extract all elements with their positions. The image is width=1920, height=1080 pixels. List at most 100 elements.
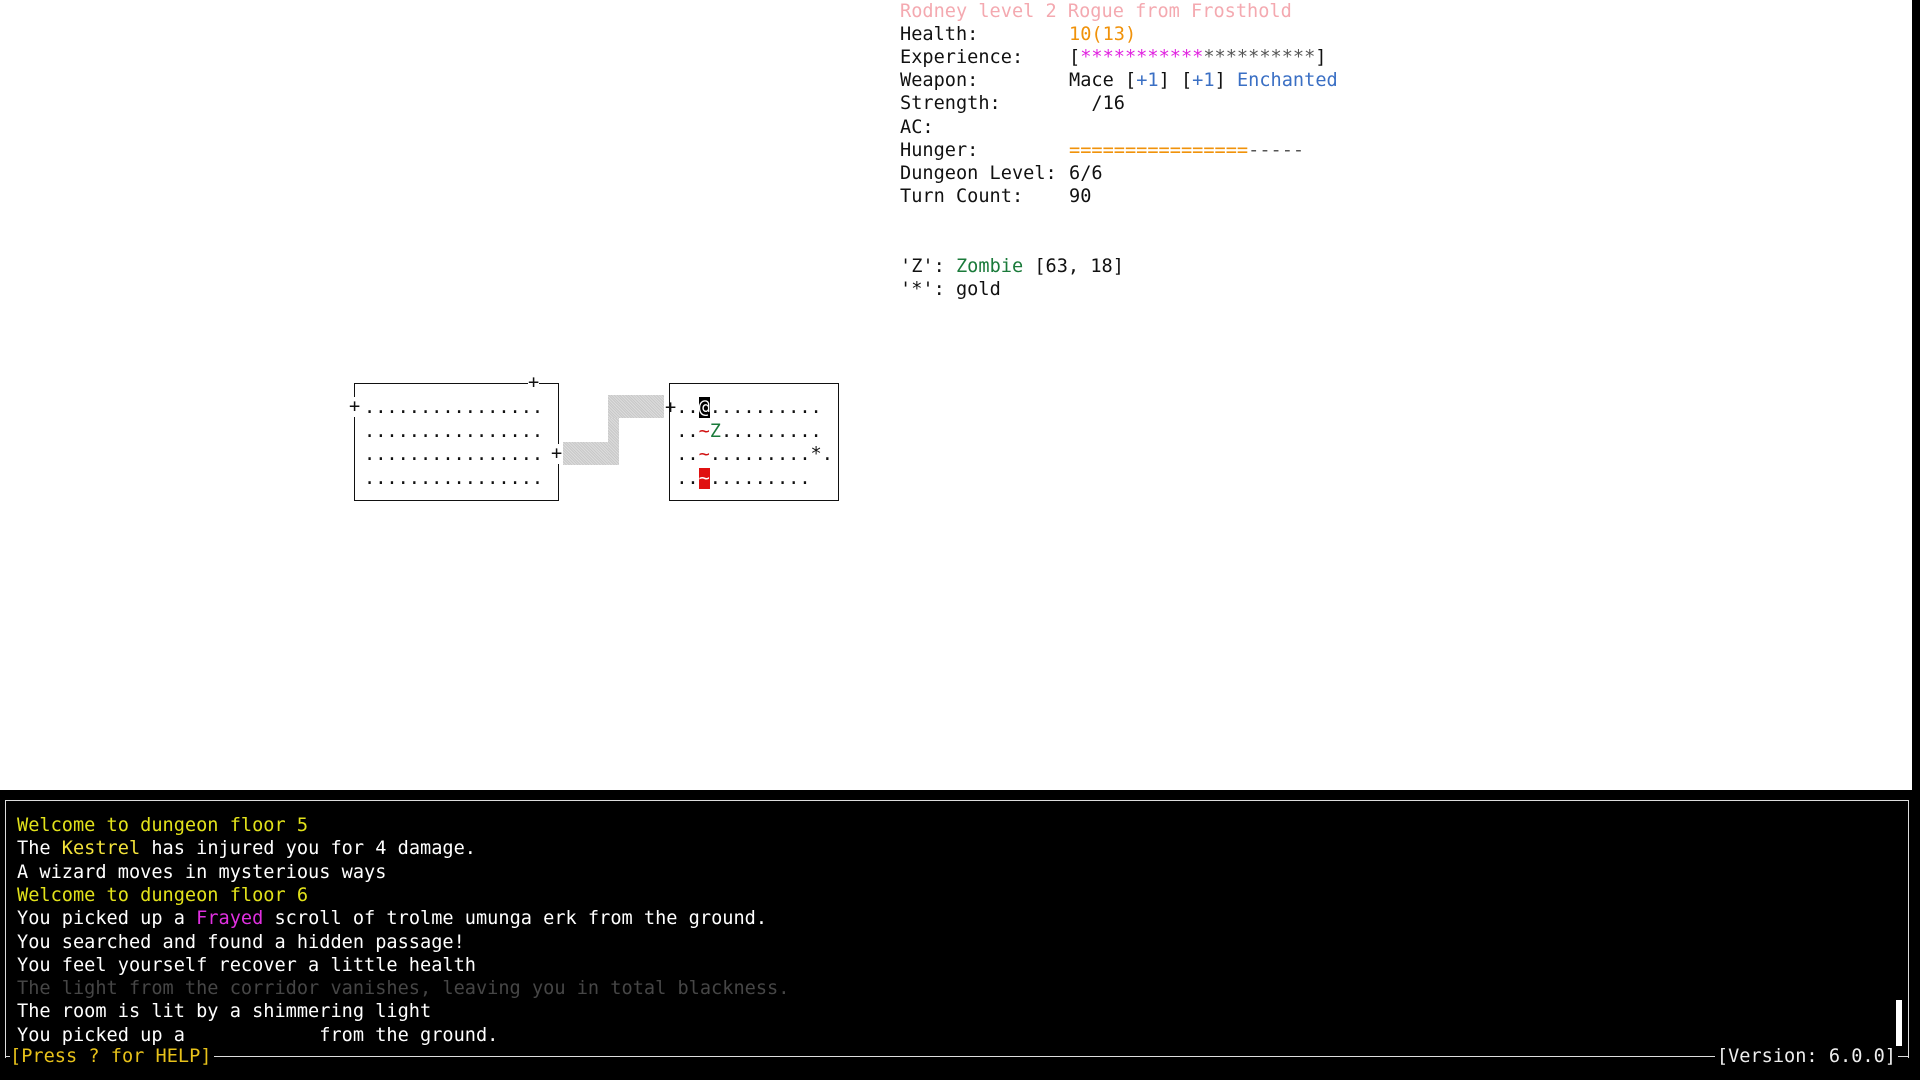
experience-bar: [*********************] — [1069, 46, 1327, 69]
exp-bracket: [ — [1069, 47, 1081, 68]
strength-label: Strength: — [900, 93, 1001, 114]
log-text: Frayed — [196, 908, 264, 930]
map-row: ................ — [364, 421, 544, 442]
dungeon-level-label: Dungeon Level: — [900, 163, 1057, 184]
health-label: Health: — [900, 24, 979, 45]
corridor — [608, 395, 619, 465]
log-text: A wizard moves in mysterious ways — [17, 861, 387, 883]
strength-row: Strength: /16 — [900, 92, 1125, 115]
log-line: You picked up a Frayed scroll of trolme … — [17, 907, 767, 930]
right-room — [669, 383, 839, 501]
legend-key: 'Z': — [900, 256, 956, 277]
door: + — [528, 372, 540, 393]
hunger-row: Hunger:================----- — [900, 139, 1304, 162]
log-line: You feel yourself recover a little healt… — [17, 954, 476, 977]
log-line: The light from the corridor vanishes, le… — [17, 977, 789, 1000]
door: + — [349, 396, 361, 417]
bracket: ] — [1214, 70, 1237, 91]
log-line: A wizard moves in mysterious ways — [17, 861, 386, 884]
floor-tiles: .......... — [709, 397, 822, 418]
weapon-enchant: Enchanted — [1236, 70, 1338, 91]
strength-value: /16 — [1069, 93, 1125, 114]
exp-empty: ********** — [1203, 47, 1316, 68]
trap-tile: ~ — [698, 420, 710, 442]
log-line: You picked up a from the ground. — [17, 1024, 498, 1047]
log-text: has injured you for 4 damage. — [140, 838, 476, 860]
legend-key: '*': — [900, 279, 956, 300]
floor-tiles: .. — [665, 444, 699, 465]
log-text: Kestrel — [61, 838, 141, 860]
gold-tile: * — [810, 444, 822, 465]
log-text: scroll of trolme umunga erk from the gro… — [263, 908, 768, 930]
legend-gold: '*': gold — [900, 278, 1001, 301]
player-tile: @ — [698, 397, 710, 418]
map-row: ................ — [364, 468, 544, 489]
dungeon-level-value: 6/6 — [1069, 163, 1103, 184]
ac-row: AC: — [900, 116, 934, 139]
floor-tiles: . — [821, 444, 833, 465]
log-text: You searched and found a hidden passage! — [17, 931, 465, 953]
dungeon-level-row: Dungeon Level: 6/6 — [900, 162, 1103, 185]
log-text: The — [17, 838, 62, 860]
map-row: ..~......... — [665, 467, 811, 490]
floor-tiles: ......... — [709, 467, 811, 489]
weapon-value: Mace [+1] [+1] Enchanted — [1069, 69, 1338, 92]
help-hint[interactable]: [Press ? for HELP] — [10, 1045, 214, 1068]
turn-count-value: 90 — [1069, 186, 1092, 207]
log-text: The room is lit by a shimmering light — [17, 1001, 432, 1023]
floor-tiles: ......... — [721, 420, 822, 442]
health-row: Health: 10(13) — [900, 23, 1136, 46]
corridor — [563, 442, 619, 465]
left-room — [354, 383, 559, 501]
version-label: [Version: 6.0.0] — [1714, 1045, 1898, 1068]
log-line: Welcome to dungeon floor 5 — [17, 814, 308, 837]
legend-position: [63, 18] — [1023, 256, 1124, 277]
bracket: [ — [1124, 70, 1137, 91]
weapon-row: Weapon:Mace [+1] [+1] Enchanted — [900, 69, 1338, 92]
log-scrollbar[interactable] — [1896, 1000, 1902, 1046]
log-text: Welcome to dungeon floor 6 — [17, 884, 309, 906]
ac-label: AC: — [900, 117, 934, 138]
experience-row: Experience:[*********************] — [900, 46, 1327, 69]
map-row: ..~Z......... — [665, 420, 822, 443]
log-line: The Kestrel has injured you for 4 damage… — [17, 837, 476, 860]
game-screen: Rodney level 2 Rogue from Frosthold Heal… — [0, 0, 1912, 790]
weapon-name: Mace — [1069, 70, 1125, 91]
corridor — [608, 395, 664, 418]
turn-count-label: Turn Count: — [900, 186, 1024, 207]
log-line: Welcome to dungeon floor 6 — [17, 884, 308, 907]
log-line: You searched and found a hidden passage! — [17, 931, 465, 954]
weapon-bonus-1: +1 — [1136, 70, 1159, 91]
zombie-tile: Z — [709, 420, 721, 442]
health-value: 10(13) — [1069, 24, 1137, 45]
bracket: ] — [1158, 70, 1181, 91]
legend-name: Zombie — [955, 256, 1024, 277]
log-text: You picked up a — [17, 908, 197, 930]
floor-tiles: +.. — [665, 397, 699, 418]
log-border — [5, 1056, 1908, 1057]
hunger-label: Hunger: — [900, 140, 979, 161]
floor-tiles: .. — [665, 467, 699, 489]
legend-name: gold — [955, 279, 1001, 300]
log-text: You feel yourself recover a little healt… — [17, 954, 476, 976]
log-text: Welcome to dungeon floor 5 — [17, 815, 309, 836]
hunger-filled: ================ — [1069, 140, 1249, 161]
trap-tile: ~ — [698, 467, 710, 489]
log-line: The room is lit by a shimmering light — [17, 1000, 431, 1023]
log-text: You picked up a from the ground. — [17, 1024, 499, 1046]
weapon-bonus-2: +1 — [1192, 70, 1215, 91]
character-title: Rodney level 2 Rogue from Frosthold — [900, 1, 1292, 22]
turn-count-row: Turn Count: 90 — [900, 185, 1091, 208]
map-row: +..@.......... — [665, 396, 822, 419]
map-row: ..~.........*. — [665, 443, 833, 466]
exp-filled: *********** — [1080, 47, 1204, 68]
bracket: [ — [1180, 70, 1193, 91]
floor-tiles: ......... — [709, 444, 811, 465]
experience-label: Experience: — [900, 47, 1024, 68]
trap-tile: ~ — [698, 444, 710, 465]
map-row: ................ — [364, 397, 544, 418]
door: + — [551, 443, 563, 464]
legend-zombie: 'Z': Zombie [63, 18] — [900, 255, 1124, 278]
log-text: The light from the corridor vanishes, le… — [17, 978, 790, 1000]
